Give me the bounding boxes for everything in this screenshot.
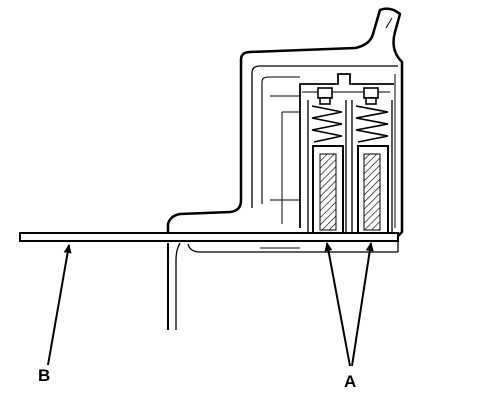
clutch-discs bbox=[312, 145, 389, 235]
housing-outline bbox=[166, 7, 404, 237]
label-b: B bbox=[38, 366, 50, 385]
arrow-b bbox=[47, 244, 72, 366]
feeler-gauge bbox=[19, 232, 399, 242]
spring-retainers bbox=[317, 87, 379, 105]
return-springs bbox=[311, 105, 389, 143]
arrow-a-left bbox=[324, 242, 351, 367]
leader-arrows bbox=[47, 242, 374, 367]
arrow-a-right bbox=[351, 242, 374, 367]
label-a: A bbox=[344, 372, 356, 391]
piston-cavity bbox=[270, 73, 394, 232]
lower-housing bbox=[167, 241, 399, 330]
